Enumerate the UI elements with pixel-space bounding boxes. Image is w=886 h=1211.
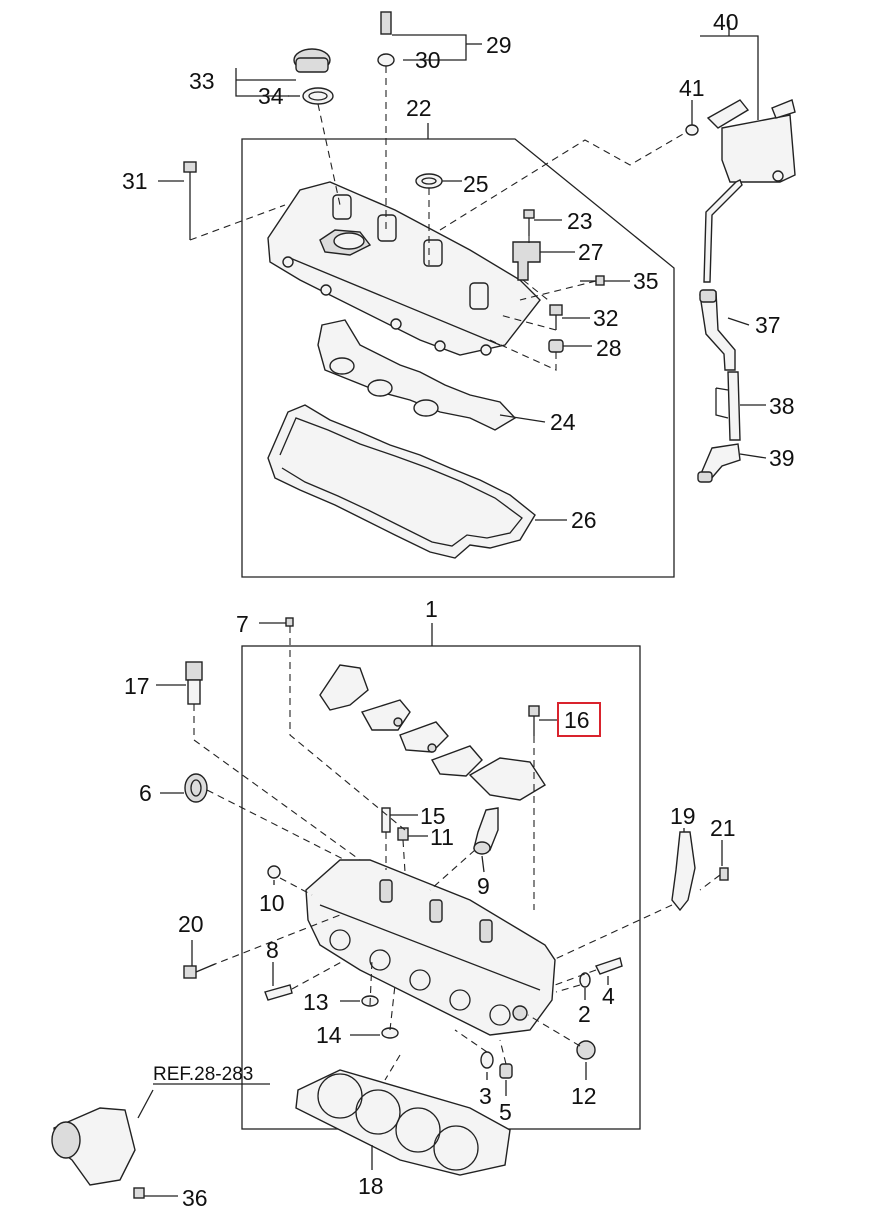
oring-3 bbox=[480, 1051, 494, 1069]
callout-10[interactable]: 10 bbox=[259, 890, 285, 916]
bracket-bolt-lower bbox=[183, 963, 216, 979]
exhaust-stud bbox=[264, 984, 293, 1001]
callout-40[interactable]: 40 bbox=[713, 9, 739, 35]
breather-oring bbox=[685, 124, 699, 136]
plug-hole-seal bbox=[415, 173, 443, 189]
pcv-pipe bbox=[727, 371, 741, 441]
callout-33[interactable]: 33 bbox=[189, 68, 215, 94]
valve-cover bbox=[267, 181, 541, 356]
valve-cover-group bbox=[158, 11, 691, 578]
cover-stud-bolt bbox=[549, 304, 563, 330]
callout-30[interactable]: 30 bbox=[415, 47, 441, 73]
callout-15[interactable]: 15 bbox=[420, 803, 446, 829]
reference-label[interactable]: REF.28-283 bbox=[153, 1064, 253, 1085]
cylinder-head-gasket bbox=[295, 1069, 511, 1176]
callout-4[interactable]: 4 bbox=[602, 983, 615, 1009]
sensor-bolt bbox=[523, 209, 535, 236]
oil-separator bbox=[721, 114, 796, 183]
callout-38[interactable]: 38 bbox=[769, 393, 795, 419]
callout-14[interactable]: 14 bbox=[316, 1022, 342, 1048]
spark-plug-gasket bbox=[317, 319, 517, 431]
callout-22[interactable]: 22 bbox=[406, 95, 432, 121]
callout-8[interactable]: 8 bbox=[266, 937, 279, 963]
callout-29[interactable]: 29 bbox=[486, 32, 512, 58]
highlight-box bbox=[557, 702, 601, 737]
callout-27[interactable]: 27 bbox=[578, 239, 604, 265]
breather-hose bbox=[699, 291, 736, 371]
callout-11[interactable]: 11 bbox=[430, 824, 454, 850]
callout-7[interactable]: 7 bbox=[236, 611, 249, 637]
head-pin bbox=[595, 957, 623, 975]
callout-9[interactable]: 9 bbox=[477, 873, 490, 899]
callout-36[interactable]: 36 bbox=[182, 1185, 208, 1211]
callout-26[interactable]: 26 bbox=[571, 507, 597, 533]
callout-18[interactable]: 18 bbox=[358, 1173, 384, 1199]
callout-24[interactable]: 24 bbox=[550, 409, 576, 435]
callout-5[interactable]: 5 bbox=[499, 1099, 512, 1125]
cylinder-head-group bbox=[51, 617, 729, 1199]
oring-2 bbox=[579, 972, 591, 988]
cam-position-sensor bbox=[512, 241, 541, 281]
callout-37[interactable]: 37 bbox=[755, 312, 781, 338]
callout-34[interactable]: 34 bbox=[258, 83, 284, 109]
callout-3[interactable]: 3 bbox=[479, 1083, 492, 1109]
rocker-cover-gasket bbox=[267, 404, 536, 559]
callout-21[interactable]: 21 bbox=[710, 815, 736, 841]
breather-pipe bbox=[703, 179, 743, 283]
sealing-ball bbox=[267, 865, 281, 879]
callout-16[interactable]: 16 bbox=[564, 707, 590, 733]
dowel-pin bbox=[285, 617, 294, 627]
callout-31[interactable]: 31 bbox=[122, 168, 148, 194]
callout-2[interactable]: 2 bbox=[578, 1001, 591, 1027]
callout-23[interactable]: 23 bbox=[567, 208, 593, 234]
oil-filler-seal bbox=[302, 87, 334, 105]
callout-13[interactable]: 13 bbox=[303, 989, 329, 1015]
cover-washer bbox=[548, 339, 564, 353]
callout-20[interactable]: 20 bbox=[178, 911, 204, 937]
callout-25[interactable]: 25 bbox=[463, 171, 489, 197]
drain-plug bbox=[499, 1063, 513, 1079]
cover-bolt bbox=[183, 161, 197, 240]
callout-39[interactable]: 39 bbox=[769, 445, 795, 471]
hanger-bolt bbox=[719, 867, 729, 881]
callout-12[interactable]: 12 bbox=[571, 1083, 597, 1109]
callout-1[interactable]: 1 bbox=[425, 596, 438, 622]
pcv-valve bbox=[380, 11, 392, 35]
cam-cap-bolt bbox=[528, 705, 540, 736]
pcv-grommet bbox=[377, 53, 395, 67]
camshaft-oil-seal bbox=[184, 773, 208, 803]
engine-hanger bbox=[671, 831, 696, 912]
camshaft-bearing-caps bbox=[319, 664, 546, 801]
pcv-hose-group bbox=[685, 20, 796, 483]
callout-19[interactable]: 19 bbox=[670, 803, 696, 829]
callout-28[interactable]: 28 bbox=[596, 335, 622, 361]
thermostat-housing bbox=[51, 1107, 145, 1199]
callout-6[interactable]: 6 bbox=[139, 780, 152, 806]
callout-17[interactable]: 17 bbox=[124, 673, 150, 699]
head-bolt bbox=[185, 661, 203, 705]
expansion-plug bbox=[576, 1040, 596, 1060]
callout-32[interactable]: 32 bbox=[593, 305, 619, 331]
callout-labels: 29 30 33 34 22 31 25 23 27 35 32 28 24 2… bbox=[122, 9, 795, 1211]
head-plug bbox=[397, 827, 409, 841]
valve-cover-frame bbox=[241, 138, 675, 578]
callout-41[interactable]: 41 bbox=[679, 75, 705, 101]
callout-35[interactable]: 35 bbox=[633, 268, 659, 294]
